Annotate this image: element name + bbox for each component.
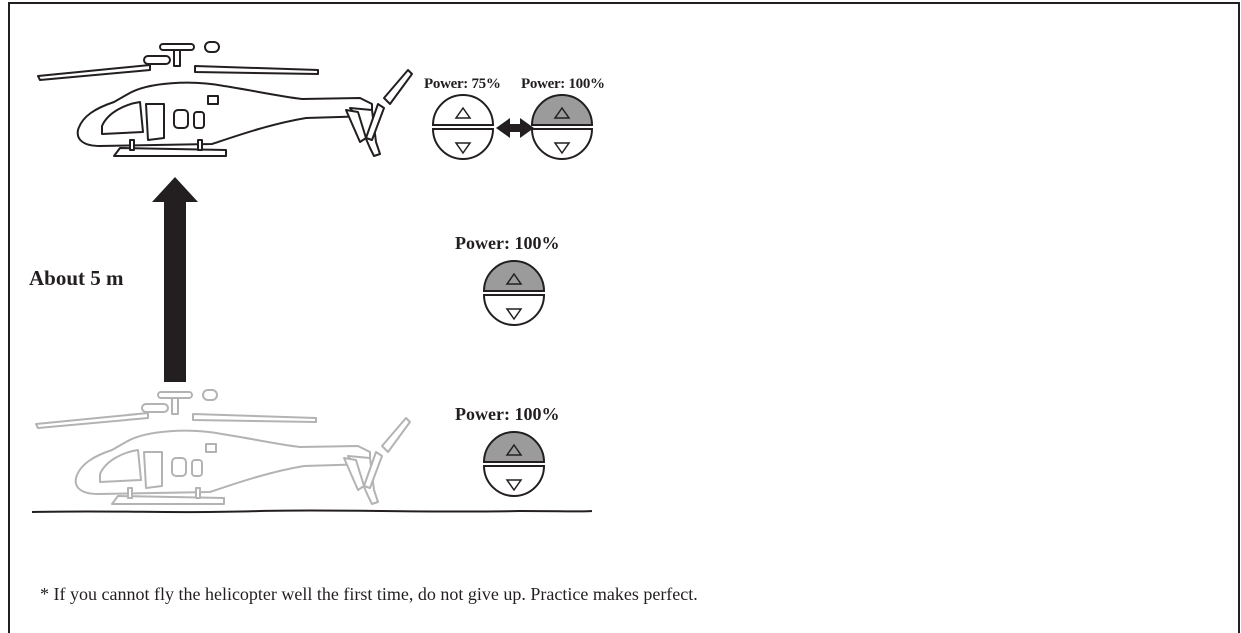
triangle-up-icon bbox=[454, 106, 472, 119]
practice-note: * If you cannot fly the helicopter well … bbox=[40, 584, 698, 604]
triangle-up-icon bbox=[553, 106, 571, 119]
up-arrow-icon bbox=[152, 177, 198, 382]
power-label-100-mid: Power: 100% bbox=[455, 233, 560, 253]
triangle-down-icon bbox=[505, 308, 523, 321]
power-button-100-mid bbox=[482, 260, 546, 326]
helicopter-icon bbox=[35, 389, 411, 505]
power-button-75 bbox=[431, 94, 495, 160]
frame-right-border bbox=[1238, 2, 1240, 633]
triangle-down-icon bbox=[505, 479, 523, 492]
power-button-100-top bbox=[530, 94, 594, 160]
ground-line bbox=[31, 509, 593, 514]
power-label-100-ground: Power: 100% bbox=[455, 404, 560, 424]
power-label-75: Power: 75% bbox=[424, 76, 501, 92]
triangle-down-icon bbox=[454, 142, 472, 155]
frame-top-border bbox=[8, 2, 1240, 4]
height-label: About 5 m bbox=[29, 266, 124, 290]
triangle-down-icon bbox=[553, 142, 571, 155]
double-arrow-icon bbox=[496, 118, 534, 138]
frame-left-border bbox=[8, 2, 10, 633]
power-label-100-top: Power: 100% bbox=[521, 76, 605, 92]
power-button-100-ground bbox=[482, 431, 546, 497]
triangle-up-icon bbox=[505, 443, 523, 456]
triangle-up-icon bbox=[505, 272, 523, 285]
helicopter-icon bbox=[37, 41, 413, 157]
